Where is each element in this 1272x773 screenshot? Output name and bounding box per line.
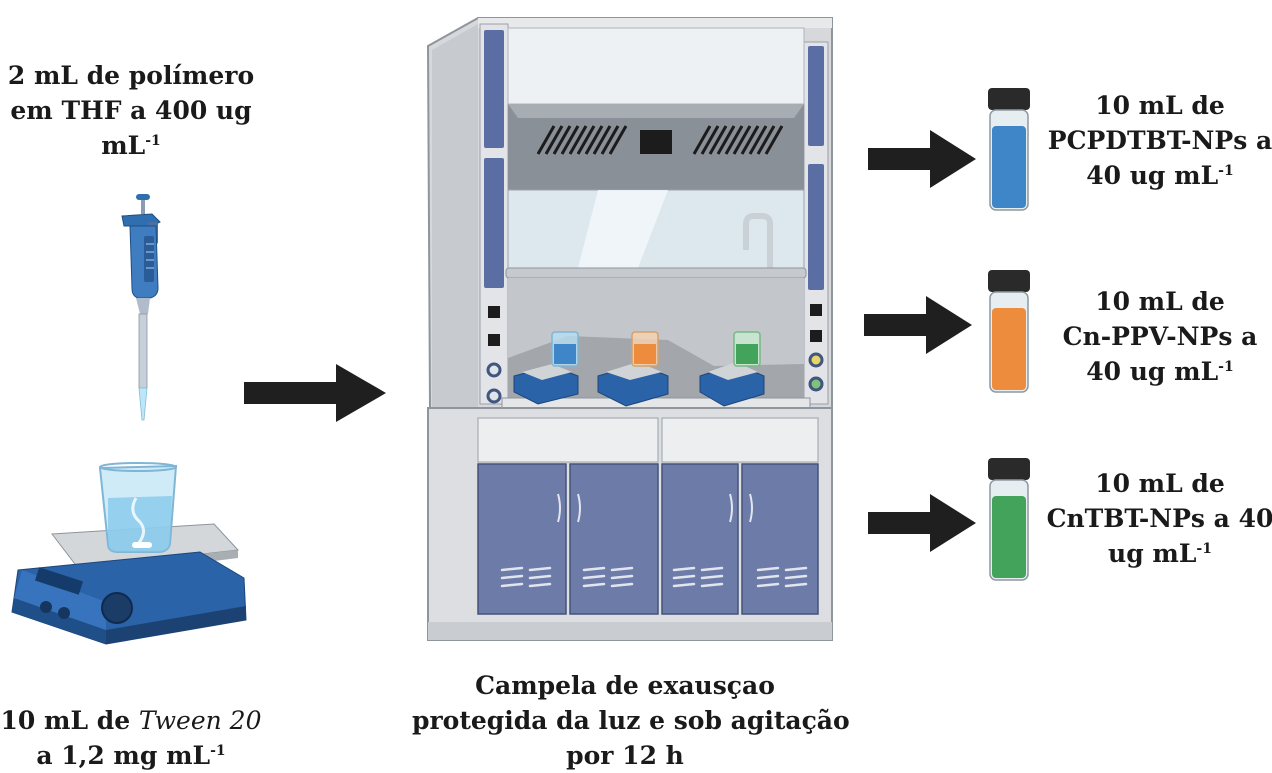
surfactant-line-1: 10 mL de xyxy=(0,706,139,735)
product-label-2: 10 mL de Cn-PPV-NPs a 40 ug mL-1 xyxy=(1042,284,1272,389)
product-3-line-1: 10 mL de xyxy=(1095,469,1225,498)
product-1-unit-exponent: -1 xyxy=(1218,163,1234,179)
vial-icon xyxy=(988,270,1030,393)
magnetic-stirrer-icon xyxy=(11,462,247,645)
product-3-unit-exponent: -1 xyxy=(1196,541,1212,557)
polymer-line-3: mL xyxy=(101,131,146,160)
surfactant-input-label: 10 mL de Tween 20 a 1,2 mg mL-1 xyxy=(0,703,262,773)
vial-icon xyxy=(988,88,1030,211)
product-label-1: 10 mL de PCPDTBT-NPs a 40 ug mL-1 xyxy=(1042,88,1272,193)
product-label-3: 10 mL de CnTBT-NPs a 40 ug mL-1 xyxy=(1042,466,1272,571)
product-2-unit-exponent: -1 xyxy=(1218,359,1234,375)
vial-liquid xyxy=(992,126,1026,208)
process-label: Campela de exausçao protegida da luz e s… xyxy=(412,668,850,773)
product-2-line-2: Cn-PPV-NPs a xyxy=(1062,322,1258,351)
polymer-line-2: em THF a 400 ug xyxy=(10,96,252,125)
process-line-1: Campela de exausçao xyxy=(475,671,775,700)
surfactant-name: Tween 20 xyxy=(138,706,262,735)
vial-liquid xyxy=(992,496,1026,578)
surfactant-line-2: a 1,2 mg mL xyxy=(36,741,211,770)
product-3-line-3: ug mL xyxy=(1108,539,1197,568)
process-line-2: protegida da luz e sob agitação xyxy=(412,706,850,735)
micropipette-icon xyxy=(121,194,161,421)
vial-icon xyxy=(988,458,1030,581)
fume-hood-icon xyxy=(426,17,833,641)
arrow-icon xyxy=(864,296,972,354)
polymer-input-label: 2 mL de polímero em THF a 400 ug mL-1 xyxy=(0,58,262,163)
product-2-line-3: 40 ug mL xyxy=(1086,357,1219,386)
polymer-unit-exponent: -1 xyxy=(145,133,161,149)
arrow-icon xyxy=(244,364,386,422)
surfactant-unit-exponent: -1 xyxy=(210,743,226,759)
product-3-line-2: CnTBT-NPs a 40 xyxy=(1046,504,1272,533)
product-1-line-3: 40 ug mL xyxy=(1086,161,1219,190)
polymer-line-1: 2 mL de polímero xyxy=(7,61,255,90)
product-1-line-2: PCPDTBT-NPs a xyxy=(1047,126,1272,155)
vial-liquid xyxy=(992,308,1026,390)
arrow-icon xyxy=(868,494,976,552)
arrow-icon xyxy=(868,130,976,188)
product-2-line-1: 10 mL de xyxy=(1095,287,1225,316)
process-line-3: por 12 h xyxy=(566,741,684,770)
product-1-line-1: 10 mL de xyxy=(1095,91,1225,120)
